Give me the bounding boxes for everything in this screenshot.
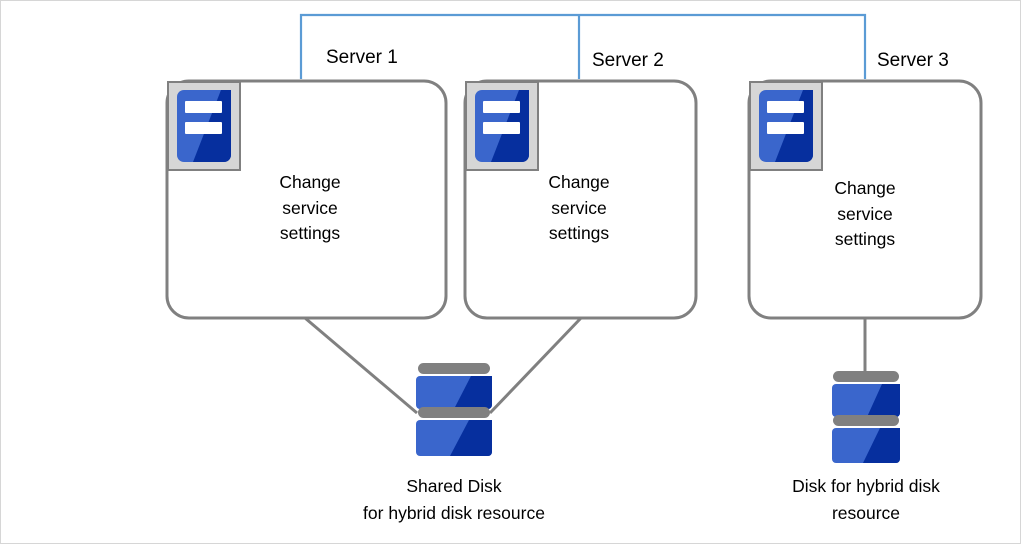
connector-server1-to-shared-disk bbox=[304, 316, 418, 415]
server-3-body-text: Change service settings bbox=[834, 178, 896, 249]
server-2-label: Server 2 bbox=[592, 50, 664, 71]
server-1-icon bbox=[167, 81, 241, 171]
shared-disk-icon[interactable] bbox=[416, 363, 492, 456]
disk-platter-upper-shadow bbox=[454, 376, 492, 409]
server-icon-bar-bottom bbox=[483, 122, 520, 134]
server-box-3[interactable] bbox=[747, 79, 983, 320]
connector-server2-to-shared-disk bbox=[488, 316, 583, 415]
disk-platter-lower-shadow bbox=[863, 428, 900, 463]
server-box-2[interactable] bbox=[463, 79, 698, 320]
local-disk-icon[interactable] bbox=[832, 371, 900, 463]
shared-disk-caption: Shared Disk for hybrid disk resource bbox=[363, 476, 545, 523]
server-icon-bar-bottom bbox=[767, 122, 804, 134]
server-3-label: Server 3 bbox=[877, 50, 949, 71]
disk-platter-lower-shadow bbox=[450, 420, 492, 456]
disk-band-middle bbox=[418, 407, 490, 418]
bracket-outline bbox=[299, 13, 867, 79]
connector-lines bbox=[304, 316, 867, 415]
server-group-bracket bbox=[299, 13, 867, 79]
disk-band-top bbox=[833, 371, 899, 382]
server-2-icon bbox=[465, 81, 539, 171]
server-3-icon bbox=[749, 81, 823, 171]
server-icon-bar-bottom bbox=[185, 122, 222, 134]
disk-band-middle bbox=[833, 415, 899, 426]
server-2-body-text: Change service settings bbox=[548, 172, 610, 243]
server-box-1[interactable] bbox=[165, 79, 448, 320]
disk-platter-upper-shadow bbox=[867, 384, 900, 417]
server-1-body-text: Change service settings bbox=[279, 172, 341, 243]
local-disk-caption: Disk for hybrid disk resource bbox=[792, 476, 940, 523]
server-icon-bar-top bbox=[185, 101, 222, 113]
server-1-label: Server 1 bbox=[326, 47, 398, 68]
server-icon-bar-top bbox=[483, 101, 520, 113]
disk-band-top bbox=[418, 363, 490, 374]
server-icon-bar-top bbox=[767, 101, 804, 113]
